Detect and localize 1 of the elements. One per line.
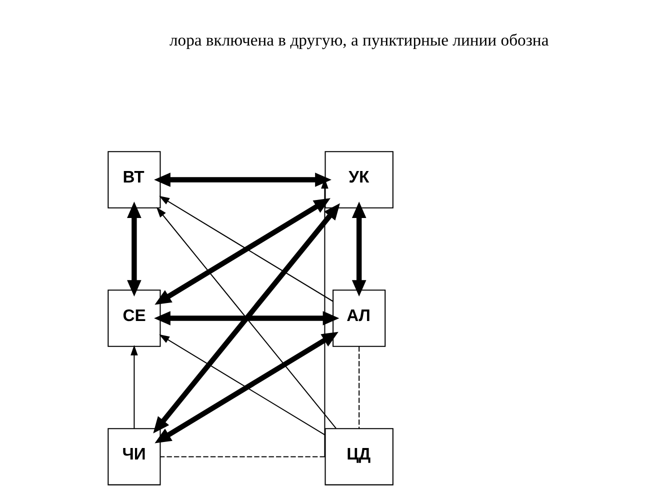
label: лора включена в другую, а пунктирные линии обозна — [168, 30, 548, 49]
